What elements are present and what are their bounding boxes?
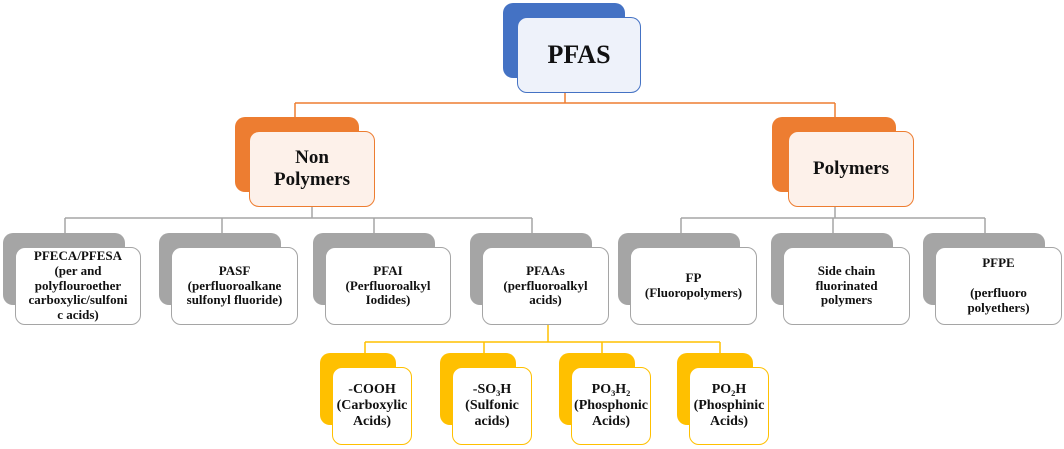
type-node-side-chain: Side chain fluorinated polymers [771,233,912,327]
type-node-pfaas: PFAAs (perfluoroalkyl acids) [470,233,611,327]
so3h-label: -SO₃H (Sulfonic acids) [465,381,519,430]
category-node-non-polymers: Non Polymers [235,117,377,209]
type-node-pasf: PASF (perfluoroalkane sulfonyl fluoride) [159,233,300,327]
pfaas-label: PFAAs (perfluoroalkyl acids) [503,262,588,308]
root-label: PFAS [547,40,611,70]
subtype-node-po3h2: PO₃H₂ (Phosphonic Acids) [559,353,653,447]
type-node-pfpe: PFPE (perfluoro polyethers) [923,233,1064,327]
subtype-node-po2h: PO₂H (Phosphinic Acids) [677,353,771,447]
fp-label: FP (Fluoropolymers) [644,270,743,300]
po2h-label: PO₂H (Phosphinic Acids) [693,381,765,430]
subtype-node-so3h: -SO₃H (Sulfonic acids) [440,353,534,447]
type-node-pfeca-pfesa: PFECA/PFESA (per and polyflouroether car… [3,233,143,327]
side-chain-label: Side chain fluorinated polymers [815,262,878,308]
pasf-label: PASF (perfluoroalkane sulfonyl fluoride) [186,262,283,308]
non-polymers-label: Non Polymers [274,147,350,190]
type-node-pfai: PFAI (Perfluoroalkyl Iodides) [313,233,453,327]
pfai-label: PFAI (Perfluoroalkyl Iodides) [345,262,431,308]
root-node-pfas: PFAS [503,3,643,95]
pfpe-label: PFPE (perfluoro polyethers) [967,255,1030,315]
cooh-label: -COOH (Carboxylic Acids) [336,381,408,430]
subtype-node-cooh: -COOH (Carboxylic Acids) [320,353,414,447]
type-node-fp: FP (Fluoropolymers) [618,233,759,327]
pfeca-pfesa-label: PFECA/PFESA (per and polyflouroether car… [28,247,128,323]
category-node-polymers: Polymers [772,117,916,209]
polymers-label: Polymers [813,158,889,180]
po3h2-label: PO₃H₂ (Phosphonic Acids) [574,381,648,430]
